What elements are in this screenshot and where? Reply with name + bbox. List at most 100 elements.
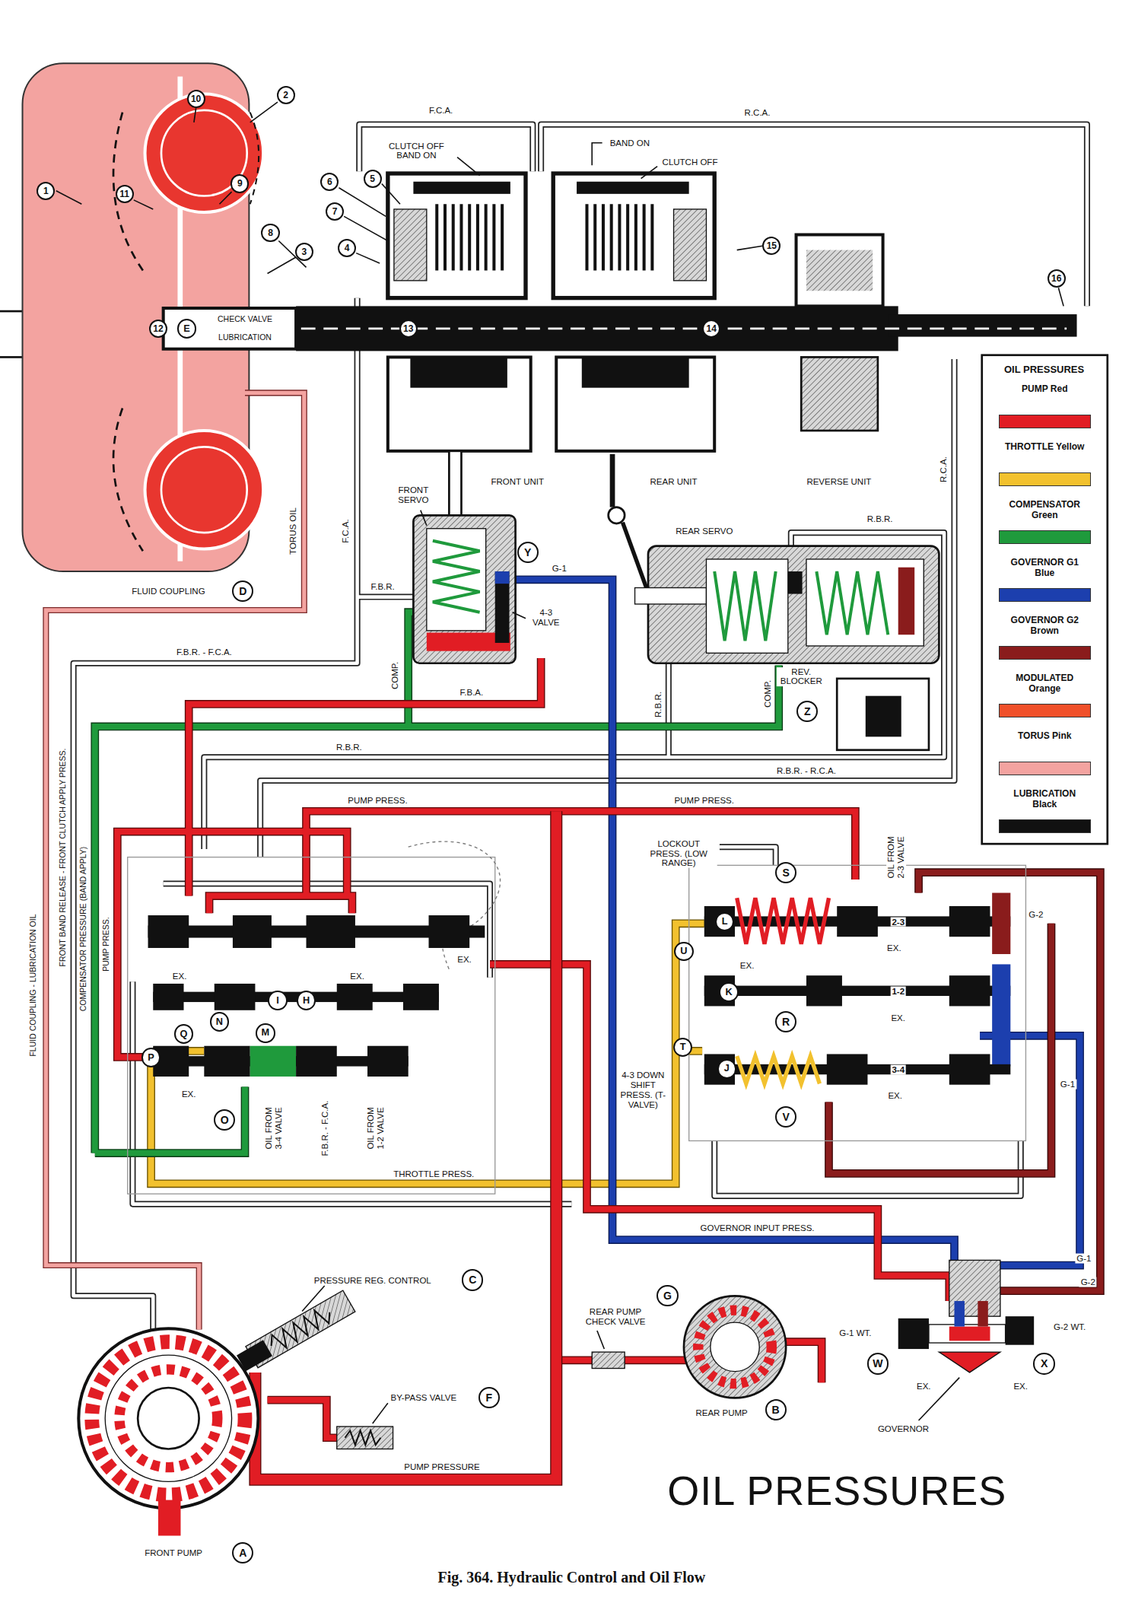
part-label: G-2 WT.: [1052, 1322, 1088, 1333]
main-shaft: [163, 305, 1078, 351]
callout-text: B: [772, 1404, 780, 1415]
governor-g2-line: [828, 872, 1101, 1317]
callout-text: V: [782, 1111, 789, 1123]
pump-oil-line: [254, 810, 557, 1479]
part-label: FRONT SERVO: [388, 485, 438, 506]
front-unit: [387, 173, 531, 452]
callout-text: 15: [766, 241, 777, 251]
callout-text: Y: [524, 546, 531, 558]
oil-passage: [73, 124, 1088, 1330]
callout-text: Q: [180, 1029, 188, 1040]
reverse-blocker: [836, 678, 929, 751]
callout-text: S: [782, 867, 789, 878]
callout-circle: 12: [149, 319, 168, 338]
callout-circle: 4: [337, 238, 357, 258]
part-label: EX.: [348, 970, 366, 981]
part-label: OIL FROM 3-4 VALVE: [263, 1101, 284, 1154]
leader-line: [381, 183, 401, 204]
callout-circle: P: [141, 1047, 161, 1067]
part-label: 2-3: [890, 916, 907, 927]
callout-text: C: [468, 1274, 477, 1285]
callout-text: L: [721, 916, 729, 927]
pump-oil-line: [117, 658, 950, 1438]
left-valve-body: [337, 983, 373, 1011]
rear-pump: [591, 1351, 625, 1368]
part-label: REAR UNIT: [648, 476, 700, 487]
governor-g2-line: [828, 872, 1101, 1317]
leader-line: [133, 200, 153, 210]
rear-pump: [710, 1322, 760, 1371]
legend-text: TORUS Pink: [1002, 731, 1087, 742]
legend-item: THROTTLE Yellow: [982, 441, 1108, 496]
throttle-oil-line: [151, 923, 705, 1184]
callout-text: R: [782, 1016, 790, 1027]
governor: [938, 1351, 1001, 1373]
part-label: 3-4: [890, 1065, 907, 1075]
callout-circle: G: [656, 1284, 678, 1307]
part-label: REVERSE UNIT: [804, 476, 873, 487]
callout-circle: 8: [260, 223, 280, 242]
governor: [898, 1259, 1034, 1373]
right-valve-body: [836, 906, 878, 937]
pump-oil-line: [254, 810, 557, 1479]
left-valve-body: [403, 983, 439, 1011]
reverse-unit: [796, 234, 884, 306]
left-valve-body: [367, 1045, 409, 1077]
governor: [977, 1300, 988, 1327]
leader-line: [193, 108, 197, 123]
callout-text: 4: [344, 243, 350, 253]
left-valve-body: [295, 1045, 338, 1077]
front-servo: [495, 571, 510, 643]
part-label: COMP.: [390, 660, 401, 691]
compensator-oil-line: [95, 612, 779, 1154]
leader-line: [1058, 287, 1064, 306]
callout-text: 1: [43, 186, 49, 196]
torus-oil-line: [45, 392, 304, 1329]
callout-circle: 2: [276, 85, 296, 105]
callout-text: O: [220, 1114, 229, 1126]
front-unit: [387, 173, 526, 299]
figure-caption: Fig. 364. Hydraulic Control and Oil Flow: [437, 1567, 706, 1586]
front-pump: [137, 1387, 200, 1449]
rear-servo: [635, 588, 707, 605]
callout-circle: Y: [517, 541, 539, 563]
callout-text: 6: [327, 177, 333, 187]
callout-text: J: [724, 1063, 730, 1074]
rear-servo: [816, 571, 888, 635]
part-label: TORUS OIL: [288, 505, 299, 557]
rear-unit: [576, 181, 690, 194]
right-valve-body: [991, 893, 1011, 954]
torus-oil-line: [45, 392, 304, 1329]
left-valve-body: [148, 915, 190, 948]
callout-circle: S: [775, 861, 797, 884]
fluid-coupling: [250, 112, 259, 205]
leader-line: [737, 245, 764, 250]
leader-line: [372, 1402, 388, 1424]
bypass-valve: [345, 1430, 382, 1445]
part-label: FRONT UNIT: [489, 476, 546, 487]
part-label: EX.: [455, 954, 474, 965]
left-valve-body: [214, 983, 256, 1011]
legend-text: PUMP Red: [1002, 384, 1087, 395]
leader-line: [56, 190, 83, 204]
part-label: F.B.R. - F.C.A.: [174, 647, 234, 658]
part-label: GOVERNOR: [876, 1424, 931, 1434]
part-label: EX.: [171, 970, 189, 981]
callout-circle: 15: [762, 236, 781, 255]
front-unit: [436, 203, 503, 271]
part-label: 4-3 DOWN SHIFT PRESS. (T-VALVE): [618, 1070, 668, 1110]
part-label: G-2: [1079, 1277, 1097, 1288]
pump-oil-line: [117, 658, 950, 1438]
legend-text: THROTTLE Yellow: [1002, 441, 1087, 453]
part-label: EX.: [885, 943, 903, 954]
rear-servo: [608, 454, 940, 664]
callout-circle: C: [461, 1268, 484, 1291]
part-label: REV. BLOCKER: [776, 667, 826, 687]
callout-circle: J: [717, 1058, 737, 1078]
callout-text: M: [261, 1027, 271, 1038]
part-label: 1-2: [890, 985, 907, 996]
legend-item: LUBRICATION Black: [982, 788, 1108, 843]
left-valve-body: [306, 915, 356, 948]
throttle-oil-line: [151, 923, 705, 1184]
